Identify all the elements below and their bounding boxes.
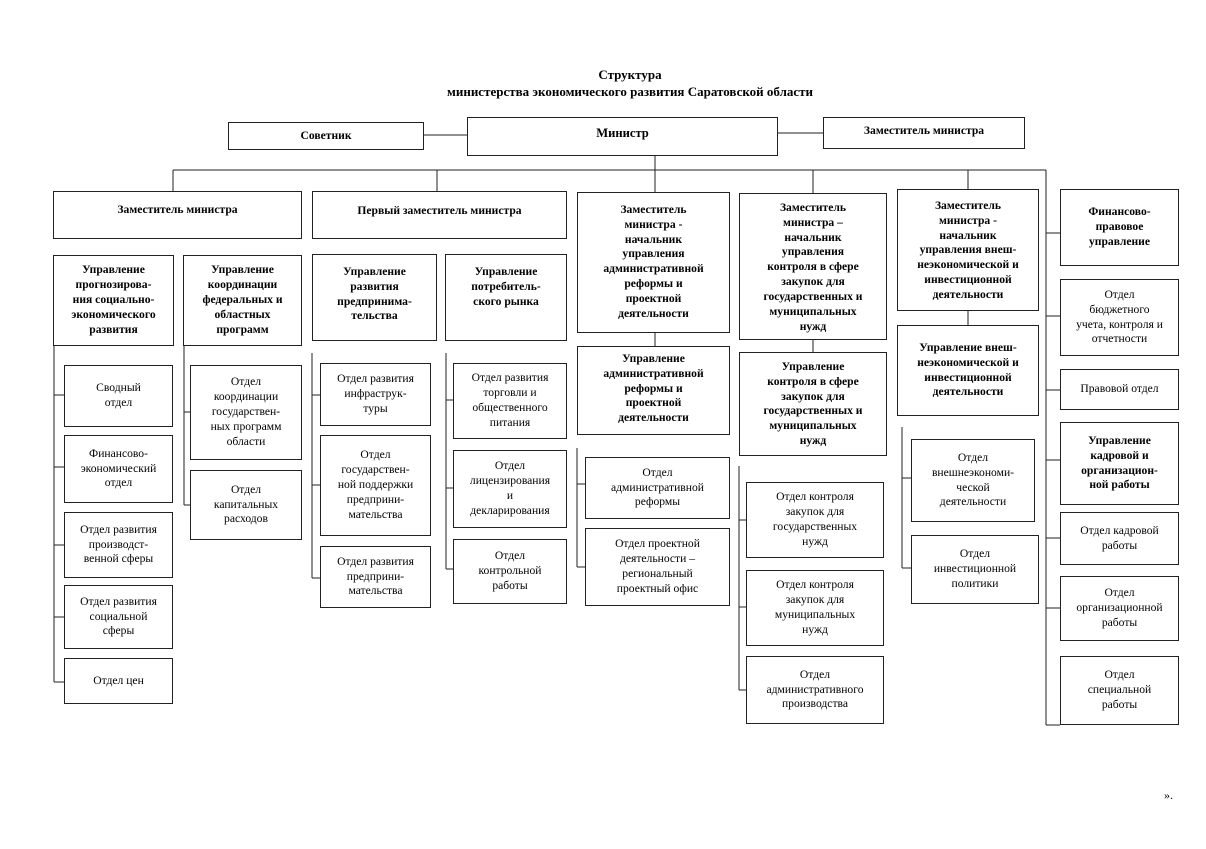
trade-department-box: Отдел развития торговли и общественного … [453,363,567,439]
social-department-box: Отдел развития социальной сферы [64,585,173,649]
col3-deputy-minister-box: Заместитель министра - начальник управле… [577,192,730,333]
state-support-department-box: Отдел государствен- ной поддержки предпр… [320,435,431,536]
admin-reform-department-box: Отдел административной реформы [585,457,730,519]
chart-title-line-1: Структура [598,67,662,82]
closing-quote: ». [1164,788,1173,802]
coordination-department-box: Отдел координации государствен- ных прог… [190,365,302,460]
chart-title-line-2: министерства экономического развития Сар… [446,83,814,99]
federal-programs-directorate-box: Управление координации федеральных и обл… [183,255,302,346]
state-procurement-department-box: Отдел контроля закупок для государственн… [746,482,884,558]
licensing-department-box: Отдел лицензирования и декларирования [453,450,567,528]
production-department-box: Отдел развития производст- венной сферы [64,512,173,578]
special-work-department-box: Отдел специальной работы [1060,656,1179,725]
col1-deputy-minister-box: Заместитель министра [53,191,302,239]
minister-box: Министр [467,117,778,156]
finance-economic-department-box: Финансово- экономический отдел [64,435,173,503]
project-office-department-box: Отдел проектной деятельности – региональ… [585,528,730,606]
col4-deputy-minister-box: Заместитель министра – начальник управле… [739,193,887,340]
hr-organization-directorate-box: Управление кадровой и организацион- ной … [1060,422,1179,505]
investment-policy-department-box: Отдел инвестиционной политики [911,535,1039,604]
finance-legal-directorate-box: Финансово- правовое управление [1060,189,1179,266]
foreign-economic-directorate-box: Управление внеш- неэкономической и инвес… [897,325,1039,416]
procurement-control-directorate-box: Управление контроля в сфере закупок для … [739,352,887,456]
foreign-economic-department-box: Отдел внешнеэкономи- ческой деятельности [911,439,1035,522]
forecast-directorate-box: Управление прогнозирова- ния социально- … [53,255,174,346]
first-deputy-minister-box: Первый заместитель министра [312,191,567,239]
infrastructure-department-box: Отдел развития инфраструк- туры [320,363,431,426]
budget-accounting-department-box: Отдел бюджетного учета, контроля и отчет… [1060,279,1179,356]
business-directorate-box: Управление развития предпринима- тельств… [312,254,437,341]
legal-department-box: Правовой отдел [1060,369,1179,410]
admin-reform-directorate-box: Управление административной реформы и пр… [577,346,730,435]
admin-proceedings-department-box: Отдел административного производства [746,656,884,724]
organizational-department-box: Отдел организационной работы [1060,576,1179,641]
chart-title: Структура министерства экономического ра… [330,67,930,101]
control-work-department-box: Отдел контрольной работы [453,539,567,604]
deputy-minister-top-box: Заместитель министра [823,117,1025,149]
consumer-market-directorate-box: Управление потребитель- ского рынка [445,254,567,341]
hr-department-box: Отдел кадровой работы [1060,512,1179,565]
col5-deputy-minister-box: Заместитель министра - начальник управле… [897,189,1039,311]
capital-expenses-department-box: Отдел капитальных расходов [190,470,302,540]
summary-department-box: Сводный отдел [64,365,173,427]
municipal-procurement-department-box: Отдел контроля закупок для муниципальных… [746,570,884,646]
prices-department-box: Отдел цен [64,658,173,704]
advisor-box: Советник [228,122,424,150]
business-development-department-box: Отдел развития предприни- мательства [320,546,431,608]
